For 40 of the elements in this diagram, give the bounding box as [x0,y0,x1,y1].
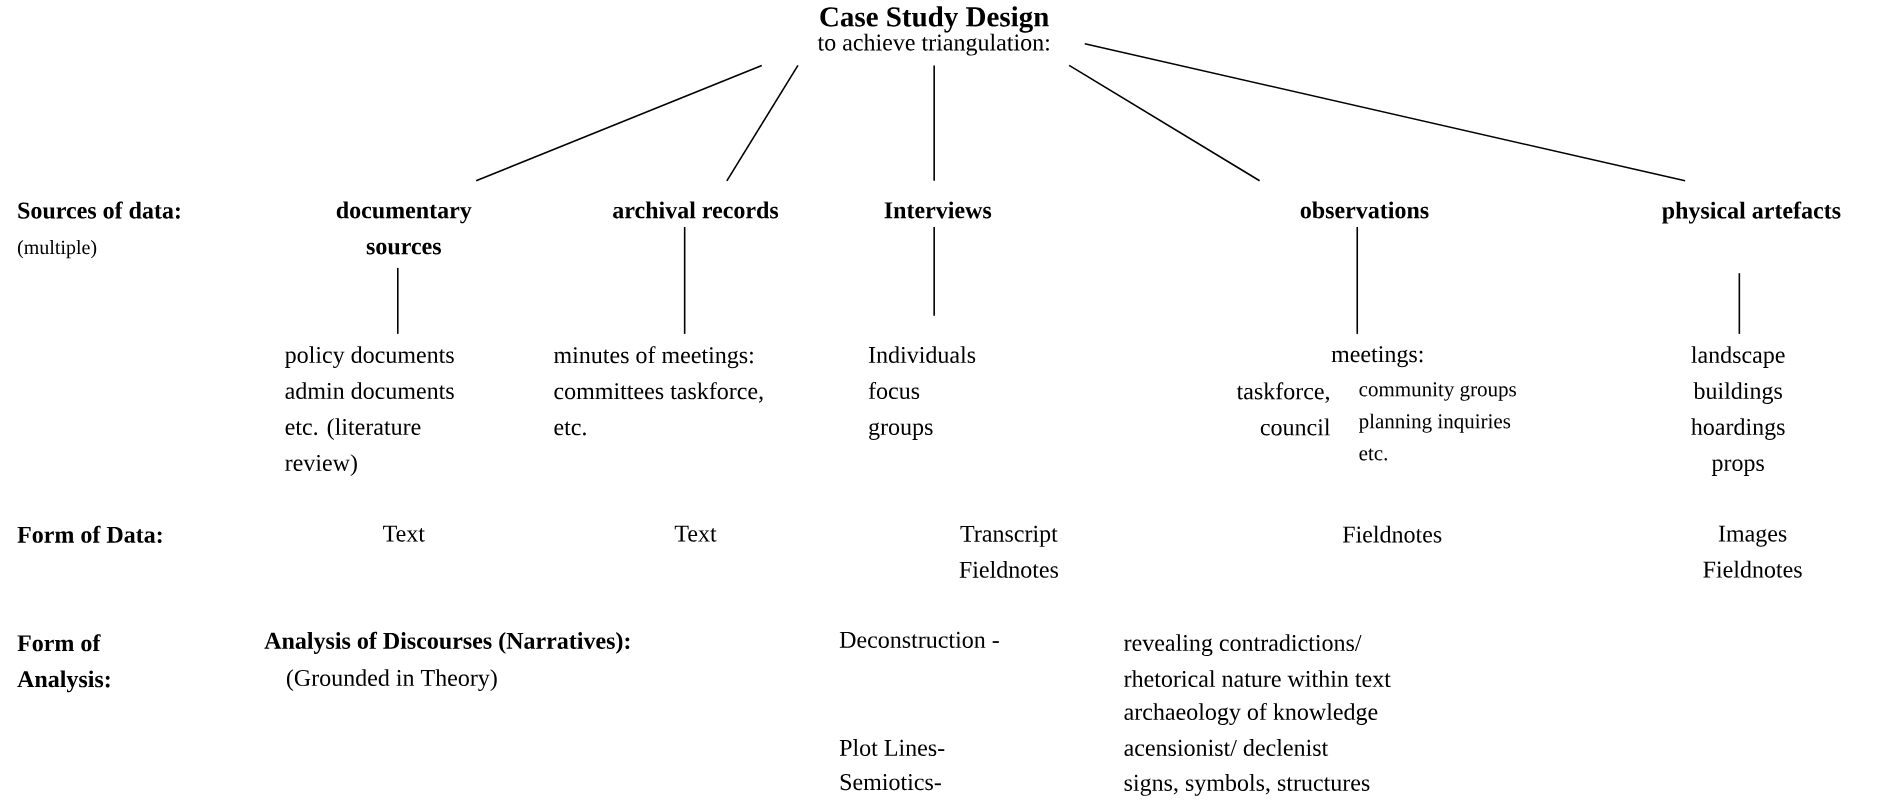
connector-line [726,64,799,182]
source-list: minutes of meetings: committees taskforce, etc. [553,346,763,436]
text-label: (Grounded in Theory) [286,669,497,691]
text-label: Analysis of Discourses (Narratives): [264,631,630,654]
title: Case Study Design to achieve triangulation: [817,6,1049,56]
text-label: Deconstruction - [839,631,999,648]
text-label: signs, symbols, structures [1124,773,1370,796]
source-list: policy documents admin documents etc. (literature review) [285,346,454,476]
connector-line [683,226,686,335]
connector-line [933,64,935,182]
row-heading: Sources of data: [18,201,180,219]
source-heading: Interviews [884,201,992,219]
text-label: Semiotics- [840,773,941,791]
connector-line [1068,64,1261,182]
text-label: Plot Lines- [839,739,945,756]
text-label: Transcript Fieldnotes [959,525,1059,578]
text-label: Text [674,525,717,542]
text-label: Images Fieldnotes [1703,525,1802,578]
source-heading: physical artefacts [1662,201,1841,224]
text-label: archaeology of knowledge [1124,702,1378,725]
observation-list: community groups planning inquiries etc. [1359,382,1516,461]
connector-line [1738,272,1741,335]
row-heading: Form of Data: [17,525,162,543]
row-heading: Form of Analysis: [17,634,110,693]
text-label: Text [383,525,425,542]
observation-list: meetings: [1331,346,1423,368]
connector-line [1356,226,1359,335]
connector-line [475,64,763,182]
text-label: Fieldnotes [1342,525,1442,543]
observation-list: taskforce, council [1236,382,1331,436]
source-list: landscape buildings hoardings props [1691,346,1785,476]
connector-line [396,267,399,335]
connector-line [933,226,935,317]
note: (multiple) [17,240,97,259]
text-label: acensionist/ declenist [1124,739,1329,756]
connector-line [1083,42,1686,182]
source-heading: archival records [613,201,779,219]
source-list: Individuals focus groups [868,346,976,440]
source-heading: documentary sources [336,201,472,255]
source-heading: observations [1300,201,1429,219]
